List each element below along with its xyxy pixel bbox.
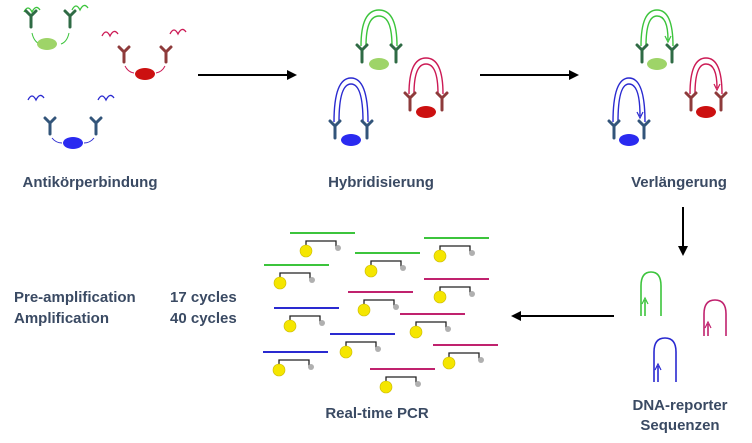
- blue-hybrid: [328, 77, 374, 146]
- pcr-probe: [355, 252, 420, 278]
- red-antibody-pair: [101, 28, 187, 80]
- cycles-row1-value: 17 cycles: [170, 289, 237, 306]
- label-extension: Verlängerung: [631, 174, 727, 191]
- cycles-row2-value: 40 cycles: [170, 310, 237, 327]
- red-antigen: [135, 68, 155, 80]
- red-extended: [684, 57, 728, 118]
- cycles-row2-label: Amplification: [14, 310, 109, 327]
- pcr-probe: [263, 351, 328, 377]
- magenta-reporter: [703, 299, 727, 336]
- pcr-probe: [290, 232, 355, 258]
- step1-binding-group: [23, 4, 187, 149]
- pcr-probe: [400, 313, 465, 339]
- label-hybridization: Hybridisierung: [328, 174, 434, 191]
- pcr-probe: [370, 368, 435, 394]
- green-extended: [635, 9, 679, 70]
- green-antibody-pair: [23, 4, 89, 50]
- pcr-probe: [424, 237, 489, 263]
- pcr-probe: [264, 264, 329, 290]
- step2-hybridization-group: [328, 9, 449, 146]
- step3-extension-group: [607, 9, 728, 146]
- blue-extended: [607, 77, 651, 146]
- pcr-probe: [330, 333, 395, 359]
- blue-antibody-pair: [27, 94, 115, 149]
- green-antigen: [37, 38, 57, 50]
- green-hybrid: [355, 9, 403, 70]
- blue-reporter: [653, 337, 677, 382]
- step4-reporter-group: [640, 271, 727, 382]
- blue-antigen: [63, 137, 83, 149]
- pcr-probe: [274, 307, 339, 333]
- label-dna-reporter-line2: Sequenzen: [640, 417, 719, 434]
- label-dna-reporter-line1: DNA-reporter: [632, 397, 727, 414]
- red-hybrid: [403, 57, 449, 118]
- pcr-probe: [424, 278, 489, 304]
- pcr-probe-field: [263, 232, 498, 394]
- pcr-probe: [348, 291, 413, 317]
- cycles-row1-label: Pre-amplification: [14, 289, 136, 306]
- pcr-probe: [433, 344, 498, 370]
- label-real-time-pcr: Real-time PCR: [325, 405, 429, 422]
- green-reporter: [640, 271, 662, 316]
- label-antibody-binding: Antikörperbindung: [23, 174, 158, 191]
